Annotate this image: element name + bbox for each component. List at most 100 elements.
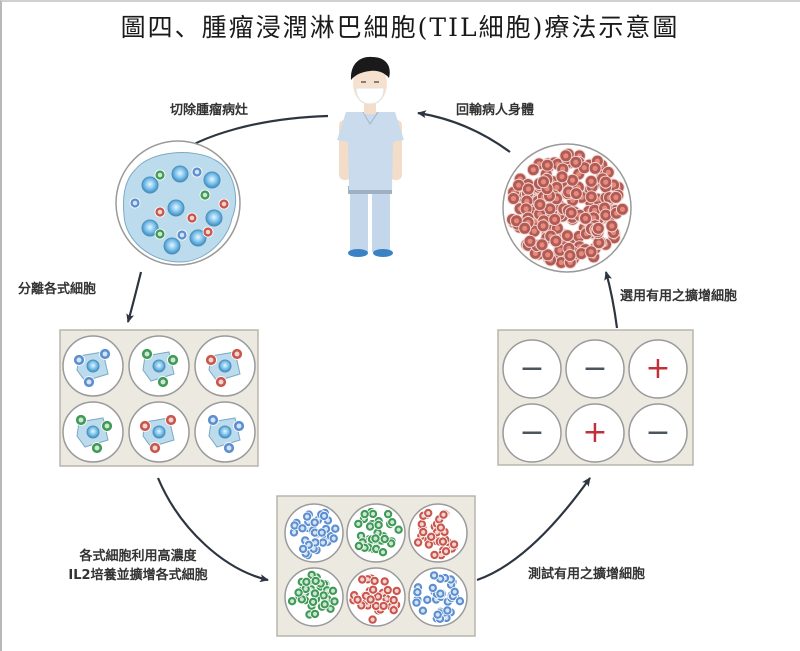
expanded-til-cell-nucleus bbox=[567, 252, 573, 259]
expanded-cell-blue-nucleus bbox=[319, 530, 324, 535]
expanded-cell-blue-nucleus bbox=[331, 536, 336, 541]
expanded-cell-green-nucleus bbox=[313, 578, 318, 583]
expanded-til-cell-nucleus bbox=[568, 210, 574, 216]
tumor-cell-nucleus bbox=[218, 359, 232, 373]
test-well: − bbox=[628, 403, 688, 463]
arrow-select bbox=[604, 271, 619, 329]
expanded-cell-red-nucleus bbox=[391, 598, 396, 603]
tumor-cell-nucleus bbox=[167, 199, 185, 217]
selected-expanded-dish bbox=[502, 143, 632, 273]
expanded-cell-red-nucleus bbox=[441, 512, 446, 517]
expanded-til-cell-nucleus bbox=[559, 174, 565, 180]
expanded-cell-red-nucleus bbox=[371, 587, 376, 592]
expanded-til-cell-nucleus bbox=[609, 223, 615, 229]
expanded-cell-red-nucleus bbox=[416, 540, 421, 545]
expanded-til-cell-nucleus bbox=[619, 206, 626, 212]
lymphocyte-blue-nucleus bbox=[226, 445, 232, 451]
figure-title: 圖四、腫瘤浸潤淋巴細胞(TIL細胞)療法示意圖 bbox=[120, 13, 680, 42]
lymphocyte-green-nucleus bbox=[144, 351, 150, 357]
negative-result-icon: − bbox=[582, 351, 607, 386]
expanded-cell-green-nucleus bbox=[370, 511, 376, 516]
expanded-cell-green-nucleus bbox=[296, 590, 301, 595]
expanded-well-green bbox=[346, 503, 406, 563]
expanded-cell-blue-nucleus bbox=[425, 597, 430, 602]
expanded-til-cell-nucleus bbox=[540, 223, 546, 229]
expanded-cell-green-nucleus bbox=[303, 586, 308, 591]
negative-result-icon: − bbox=[519, 415, 544, 450]
expanded-til-cell-nucleus bbox=[525, 186, 532, 192]
tumor-cell-nucleus bbox=[86, 425, 100, 439]
test-well: − bbox=[502, 339, 562, 399]
expanded-til-cell-nucleus bbox=[558, 259, 564, 266]
tumor-cell-nucleus bbox=[152, 359, 166, 373]
expanded-til-cell-nucleus bbox=[544, 162, 551, 168]
lymphocyte-blue-nucleus bbox=[179, 232, 185, 238]
expanded-cell-green-nucleus bbox=[374, 546, 379, 552]
lymphocyte-red-nucleus bbox=[157, 209, 163, 215]
expanded-cell-green-nucleus bbox=[389, 541, 394, 546]
expanded-til-cell-nucleus bbox=[557, 247, 563, 253]
expanded-cell-green-nucleus bbox=[312, 591, 317, 596]
expanded-cell-red-nucleus bbox=[382, 579, 387, 584]
expanded-til-cell-nucleus bbox=[605, 169, 611, 175]
label-test-cells: 測試有用之擴增細胞 bbox=[528, 567, 646, 582]
expanded-cell-red-nucleus bbox=[373, 603, 379, 608]
expanded-cell-red-nucleus bbox=[368, 597, 373, 602]
expanded-cell-blue-nucleus bbox=[445, 608, 450, 613]
lymphocyte-blue-nucleus bbox=[102, 351, 108, 357]
lymphocyte-blue-nucleus bbox=[132, 200, 138, 206]
expanded-til-cell-nucleus bbox=[552, 216, 558, 223]
separated-well-blue bbox=[62, 335, 124, 397]
separated-well-green bbox=[128, 335, 190, 397]
expanded-cell-red-nucleus bbox=[429, 534, 434, 539]
label-reinfuse: 回輸病人身體 bbox=[456, 103, 535, 118]
expanded-cell-red-nucleus bbox=[372, 578, 377, 583]
expanded-well-green bbox=[284, 567, 344, 627]
expanded-til-cell-nucleus bbox=[545, 252, 551, 258]
expanded-cell-blue-nucleus bbox=[430, 585, 435, 590]
positive-result-icon: + bbox=[582, 415, 607, 450]
expanded-cell-blue-nucleus bbox=[313, 540, 318, 545]
negative-result-icon: − bbox=[519, 351, 544, 386]
label-excise-tumor: 切除腫瘤病灶 bbox=[170, 103, 249, 118]
expanded-til-cell-nucleus bbox=[569, 177, 576, 183]
expanded-cell-red-nucleus bbox=[394, 588, 399, 593]
test-well: − bbox=[502, 403, 562, 463]
expanded-cell-green-nucleus bbox=[304, 579, 309, 584]
expanded-cell-red-nucleus bbox=[443, 549, 449, 554]
expanded-cell-green-nucleus bbox=[311, 599, 316, 604]
tumor-cell-nucleus bbox=[205, 209, 223, 227]
expanded-cell-green-nucleus bbox=[356, 543, 361, 549]
expanded-til-cell-nucleus bbox=[554, 225, 561, 231]
expanded-cell-green-nucleus bbox=[386, 512, 391, 517]
expanded-til-cell-nucleus bbox=[537, 202, 543, 208]
tumor-cell-nucleus bbox=[189, 229, 207, 247]
tumor-cell-nucleus bbox=[141, 176, 159, 194]
tumor-cell-nucleus bbox=[141, 219, 159, 237]
arrow-separate bbox=[126, 271, 143, 323]
separated-well-red bbox=[128, 401, 190, 463]
expanded-til-cell-nucleus bbox=[588, 194, 594, 200]
expanded-well-blue bbox=[284, 503, 344, 563]
well-outline bbox=[628, 339, 688, 399]
expanded-cell-red-nucleus bbox=[452, 542, 457, 547]
expanded-til-cell-nucleus bbox=[563, 153, 569, 159]
expanded-cell-blue-nucleus bbox=[312, 520, 317, 525]
expanded-cell-blue-nucleus bbox=[312, 530, 317, 535]
arrow-culture bbox=[156, 477, 269, 583]
expanded-cell-blue-nucleus bbox=[420, 608, 425, 613]
expanded-til-cell-nucleus bbox=[516, 182, 522, 188]
expanded-til-cell-nucleus bbox=[613, 194, 619, 200]
expanded-cell-red-nucleus bbox=[391, 608, 396, 613]
lymphocyte-red-nucleus bbox=[142, 423, 148, 429]
well-outline bbox=[628, 403, 688, 463]
well-outline bbox=[502, 339, 562, 399]
expanded-til-cell-nucleus bbox=[564, 233, 571, 239]
well-outline bbox=[565, 339, 625, 399]
lymphocyte-green-nucleus bbox=[94, 445, 100, 451]
expanded-til-cell-nucleus bbox=[576, 171, 582, 177]
expanded-til-cell-nucleus bbox=[573, 191, 579, 197]
expanded-cell-green-nucleus bbox=[328, 606, 333, 611]
lymphocyte-green-nucleus bbox=[157, 172, 163, 178]
positive-result-icon: + bbox=[645, 351, 670, 386]
